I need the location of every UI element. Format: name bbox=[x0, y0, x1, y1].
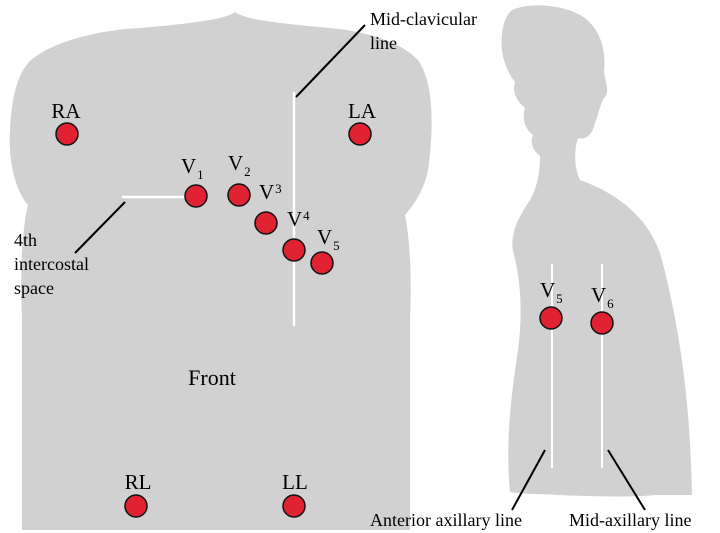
electrode-v4 bbox=[283, 239, 305, 261]
electrode-v6-side bbox=[591, 312, 613, 334]
electrode-v3 bbox=[255, 212, 277, 234]
front-caption: Front bbox=[188, 365, 236, 390]
side-profile-silhouette bbox=[502, 5, 692, 496]
label-la: LA bbox=[348, 99, 377, 123]
mid-clavicular-label: Mid-clavicular line bbox=[370, 9, 481, 53]
electrode-ra bbox=[56, 123, 78, 145]
electrode-v2 bbox=[228, 184, 250, 206]
electrode-v5-front bbox=[311, 252, 333, 274]
label-ll: LL bbox=[282, 470, 308, 494]
label-rl: RL bbox=[125, 470, 152, 494]
electrode-v5-side bbox=[540, 307, 562, 329]
anterior-axillary-label: Anterior axillary line bbox=[370, 510, 522, 530]
electrode-ll bbox=[283, 495, 305, 517]
mid-axillary-label: Mid-axillary line bbox=[569, 510, 691, 530]
electrode-rl bbox=[125, 495, 147, 517]
electrode-v1 bbox=[185, 185, 207, 207]
electrode-la bbox=[349, 123, 371, 145]
label-ra: RA bbox=[51, 99, 81, 123]
